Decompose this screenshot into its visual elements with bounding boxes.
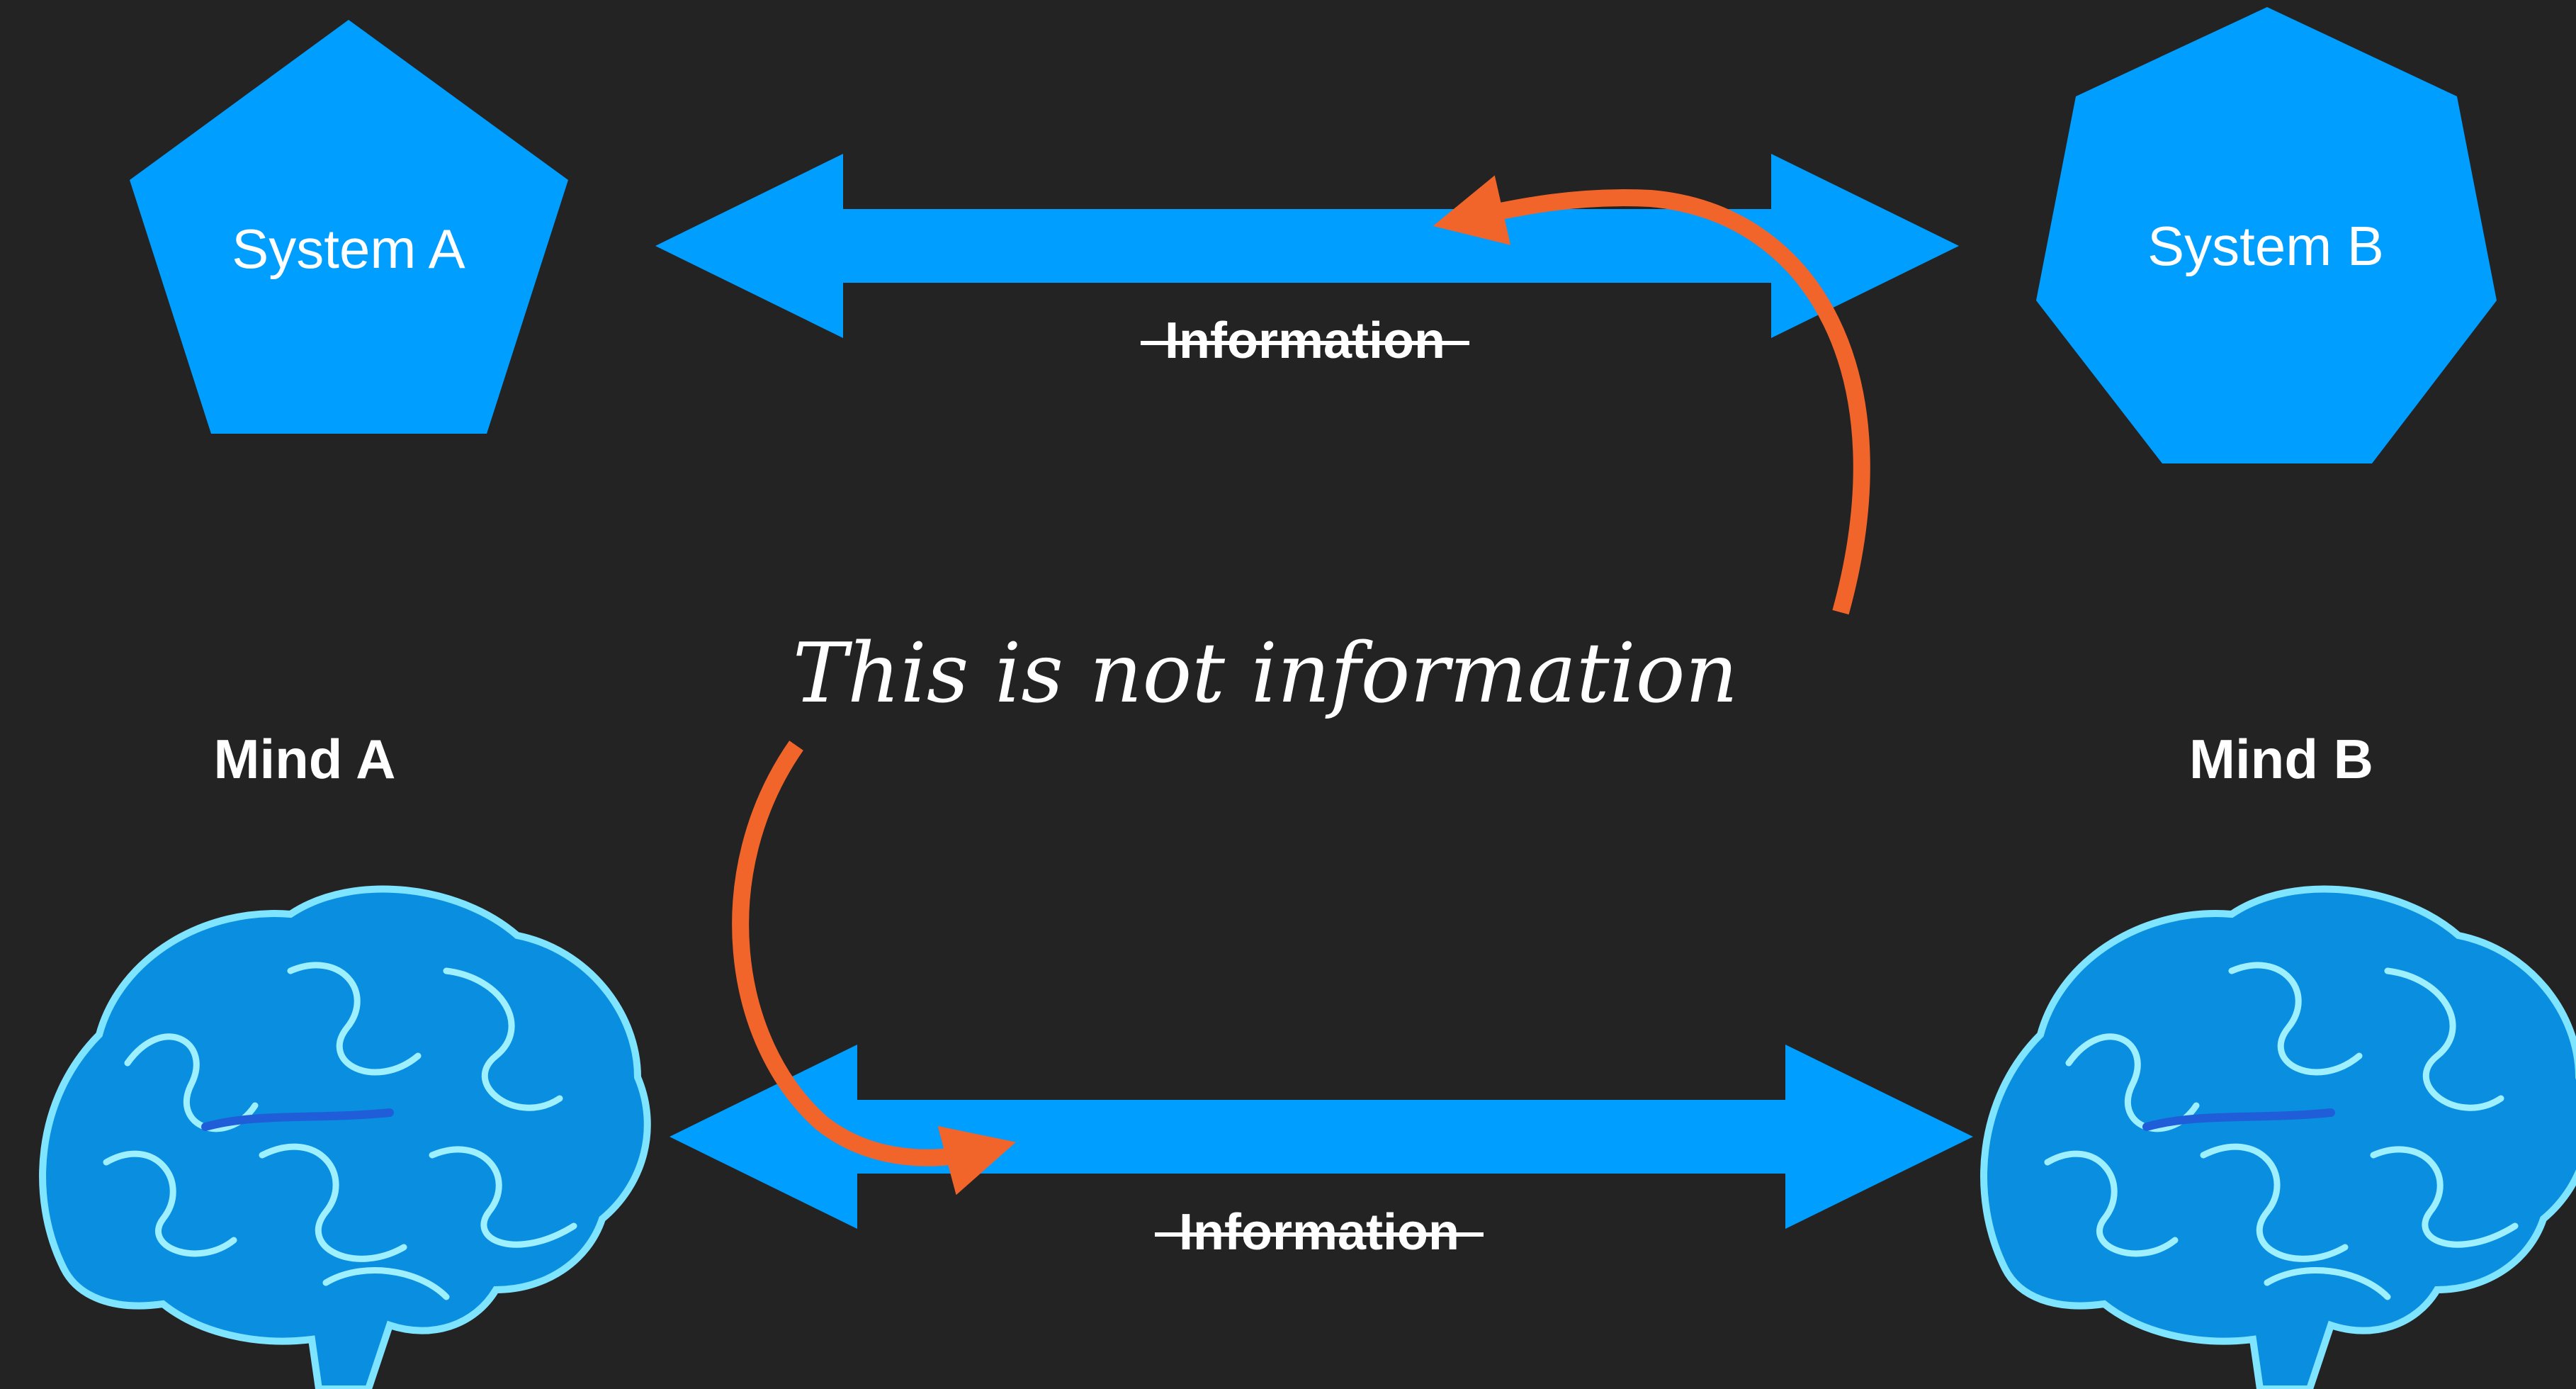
bottom-double-arrow: Information xyxy=(670,1045,1973,1261)
system-a-label: System A xyxy=(232,218,465,280)
heptagon-shape xyxy=(2036,7,2497,463)
mind-a-label: Mind A xyxy=(213,728,395,790)
system-a-node: System A xyxy=(130,20,568,434)
pentagon-shape xyxy=(130,20,568,434)
mind-b-brain-icon xyxy=(1980,885,2576,1389)
system-b-node: System B xyxy=(2036,7,2497,463)
top-arrow-shape xyxy=(655,154,1959,338)
top-double-arrow: Information xyxy=(655,154,1959,369)
system-b-label: System B xyxy=(2147,215,2384,277)
bottom-arrow-shape xyxy=(670,1045,1973,1229)
orange-curved-arrow-bottom xyxy=(732,741,1016,1196)
not-information-annotation: This is not information xyxy=(793,626,1739,721)
orange-curved-arrow-top xyxy=(1433,175,1870,615)
mind-a-brain-icon xyxy=(39,885,651,1389)
mind-b-label: Mind B xyxy=(2189,728,2373,790)
